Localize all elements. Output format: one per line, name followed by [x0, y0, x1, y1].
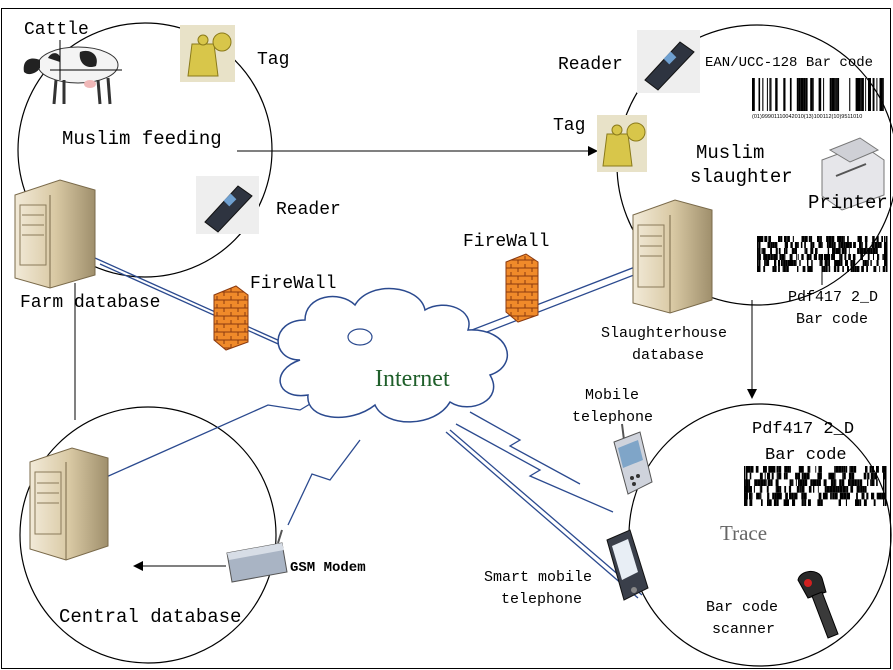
barcode-scanner-icon [797, 571, 839, 639]
central-circle [19, 406, 277, 664]
pdf417-top-label-2: Bar code [796, 311, 868, 328]
gsm-modem-icon [226, 529, 288, 583]
gsm-modem-label: GSM Modem [290, 560, 366, 576]
pdf417-icon [744, 466, 887, 506]
pdf417-top-label-1: Pdf417 2_D [788, 289, 878, 306]
pdf417-icon [757, 236, 888, 272]
farm-database-label: Farm database [20, 293, 160, 313]
frame [1, 8, 891, 669]
rfid-reader-icon [637, 30, 700, 93]
ear-tag-icon [597, 115, 647, 172]
firewall-right-label: FireWall [463, 232, 549, 252]
firewall-left-label: FireWall [250, 274, 336, 294]
muslim-slaughter-label-1: Muslim [696, 142, 764, 164]
internet-label: Internet [375, 366, 450, 392]
smartphone-icon [606, 529, 649, 601]
cloud-icon [277, 287, 508, 423]
server-icon [632, 199, 713, 314]
central-database-label: Central database [59, 606, 241, 628]
firewall-icon [213, 285, 249, 351]
barcode-icon [752, 78, 884, 111]
firewall-icon [505, 253, 539, 323]
feeding-circle [17, 22, 273, 278]
pdf417-trace-label-2: Bar code [765, 446, 847, 465]
smart-mobile-label-2: telephone [501, 591, 582, 608]
barcode-digits: (01)99901110042010(13)100112(10)9511010 [752, 114, 862, 120]
barcode-scanner-label-1: Bar code [706, 599, 778, 616]
slaughterhouse-db-label-2: database [632, 347, 704, 364]
mobile-telephone-label-2: telephone [572, 409, 653, 426]
muslim-feeding-label: Muslim feeding [62, 128, 222, 150]
printer-label: Printer [808, 192, 888, 214]
ean-barcode-label: EAN/UCC-128 Bar code [705, 55, 873, 71]
tag-left-label: Tag [257, 50, 289, 70]
cattle-label: Cattle [24, 20, 89, 40]
muslim-slaughter-label-2: slaughter [690, 166, 793, 188]
smart-mobile-label-1: Smart mobile [484, 569, 592, 586]
barcode-scanner-label-2: scanner [712, 621, 775, 638]
tag-right-label: Tag [553, 116, 585, 136]
reader-left-label: Reader [276, 200, 341, 220]
trace-label: Trace [720, 521, 767, 545]
pdf417-trace-label-1: Pdf417 2_D [752, 420, 854, 439]
server-icon [14, 179, 96, 289]
cow-image [23, 40, 122, 105]
reader-right-label: Reader [558, 55, 623, 75]
mobile-phone-icon [613, 423, 653, 495]
slaughterhouse-db-label-1: Slaughterhouse [601, 325, 727, 342]
mobile-telephone-label-1: Mobile [585, 387, 639, 404]
rfid-reader-icon [196, 176, 259, 234]
ear-tag-icon [180, 25, 235, 82]
printer-icon [821, 137, 885, 211]
server-icon [29, 447, 109, 561]
